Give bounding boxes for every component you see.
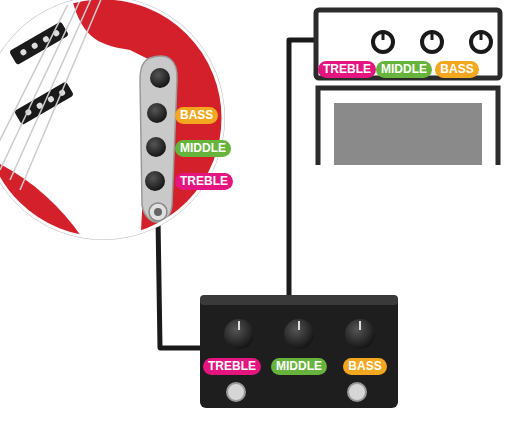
control-label: MIDDLE: [271, 358, 327, 375]
control-label: TREBLE: [318, 61, 376, 78]
label-text: BASS: [348, 359, 381, 373]
control-label: TREBLE: [175, 173, 233, 190]
amplifier: [316, 10, 500, 165]
label-text: TREBLE: [180, 174, 228, 188]
label-text: MIDDLE: [381, 62, 427, 76]
label-text: TREBLE: [323, 62, 371, 76]
control-label: BASS: [175, 107, 218, 124]
eq-pedal: [200, 295, 398, 408]
control-label: BASS: [343, 358, 386, 375]
control-label: MIDDLE: [175, 140, 231, 157]
control-label: MIDDLE: [376, 61, 432, 78]
bass-guitar: [0, 0, 240, 250]
control-label: BASS: [435, 61, 478, 78]
label-text: MIDDLE: [180, 141, 226, 155]
label-text: BASS: [440, 62, 473, 76]
label-text: MIDDLE: [276, 359, 322, 373]
label-text: TREBLE: [208, 359, 256, 373]
control-label: TREBLE: [203, 358, 261, 375]
label-text: BASS: [180, 108, 213, 122]
cable: [158, 218, 206, 348]
